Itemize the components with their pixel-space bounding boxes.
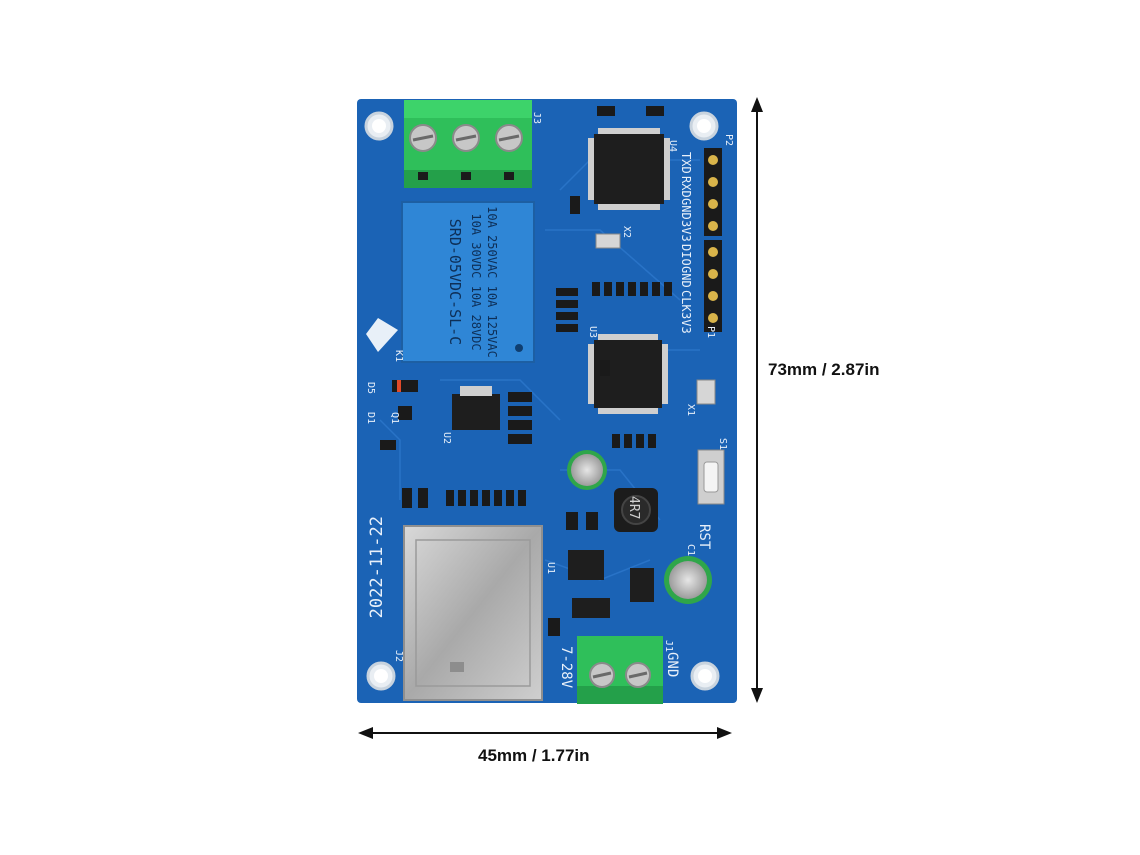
header-bottom-label-1: DIO: [679, 244, 693, 266]
inductor-l1: [614, 488, 658, 532]
header-top-label-3: GND: [679, 198, 693, 220]
header-bottom-label-2: GND: [679, 266, 693, 288]
label-d5: D5: [365, 382, 376, 394]
label-d1: D1: [365, 412, 376, 424]
rst-label: RST: [696, 524, 712, 550]
label-k1: K1: [393, 350, 404, 362]
header-bottom-label-3: CLK: [679, 290, 693, 312]
power-gnd-label: GND: [664, 652, 680, 677]
power-positive-label: 7-28V: [558, 646, 574, 689]
label-u1: U1: [545, 562, 556, 574]
capacitor-c3: [567, 450, 607, 490]
reset-switch: [697, 449, 725, 505]
label-u3: U3: [587, 326, 598, 338]
terminal-block-j3: [404, 100, 532, 188]
terminal-block-j1: [577, 636, 663, 704]
label-u4: U4: [667, 140, 678, 152]
chip-u1: [568, 550, 604, 580]
inductor-marking: 4R7: [626, 496, 641, 519]
label-p1: P1: [705, 326, 716, 338]
pcb-logo: [366, 318, 398, 352]
label-j3: J3: [531, 112, 542, 124]
diode-d3: [630, 568, 654, 602]
header-bottom-label-4: 3V3: [679, 312, 693, 334]
header-top-label-2: RXD: [679, 176, 693, 198]
crystal-x2: [595, 233, 621, 249]
crystal-x1: [696, 379, 716, 405]
relay-k1: 10A 250VAC 10A 125VAC 10A 30VDC 10A 28VD…: [401, 201, 535, 363]
header-top-label-4: 3V3: [679, 220, 693, 242]
label-j2: J2: [393, 650, 404, 662]
label-p2: P2: [723, 134, 734, 146]
label-u2: U2: [441, 432, 452, 444]
diode-d2: [572, 598, 610, 618]
pin-header: [704, 148, 722, 332]
relay-text-line-2: 10A 30VDC 10A 28VDC: [469, 213, 483, 350]
label-x1: X1: [685, 404, 696, 416]
board-date: 2022-11-22: [367, 516, 387, 618]
label-x2: X2: [621, 226, 632, 238]
chip-u4: [588, 128, 670, 210]
smd-components: [380, 106, 672, 636]
height-dimension-label: 73mm / 2.87in: [768, 360, 880, 379]
label-q1: Q1: [389, 412, 400, 424]
label-c1: C1: [685, 544, 696, 556]
label-j1: J1: [663, 640, 674, 652]
relay-text-line-3: SRD-05VDC-SL-C: [446, 219, 464, 345]
capacitor-c1: [664, 556, 712, 604]
width-dimension-label: 45mm / 1.77in: [478, 746, 590, 765]
relay-text-line-1: 10A 250VAC 10A 125VAC: [485, 206, 499, 358]
diode-d5: [392, 380, 418, 392]
regulator-u2: [452, 386, 500, 430]
rj45-jack: [403, 525, 543, 701]
header-top-label-1: TXD: [679, 152, 693, 174]
mounting-holes: [364, 111, 720, 691]
label-s1: S1: [717, 438, 728, 450]
